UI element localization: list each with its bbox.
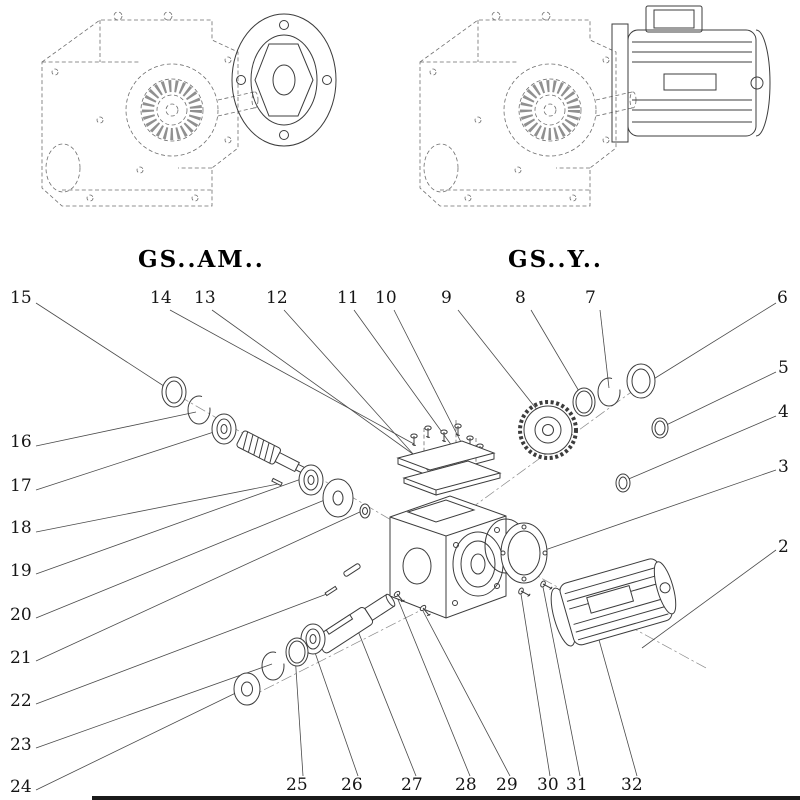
ring-25 [285, 637, 309, 667]
page-bottom-border [92, 796, 800, 800]
callout-25: 25 [286, 775, 308, 795]
callout-3: 3 [778, 457, 789, 477]
gear [518, 400, 578, 460]
flange [231, 13, 337, 147]
callout-17: 17 [10, 476, 32, 496]
leader-lines [35, 302, 777, 791]
callout-20: 20 [10, 605, 32, 625]
callout-2: 2 [778, 537, 789, 557]
callout-31: 31 [566, 775, 588, 795]
callout-7: 7 [585, 288, 596, 308]
exploded-view [35, 302, 777, 791]
callout-16: 16 [10, 432, 32, 452]
callout-30: 30 [537, 775, 559, 795]
callout-4: 4 [778, 402, 789, 422]
callout-19: 19 [10, 561, 32, 581]
bearing-mid [298, 464, 324, 496]
variant-label-gsam: GS..AM.. [138, 246, 265, 273]
washer-24 [233, 672, 261, 706]
spacer-ring [359, 503, 371, 519]
seal-6 [626, 363, 656, 399]
callout-32: 32 [621, 775, 643, 795]
motor-top [611, 5, 771, 143]
motor [550, 558, 677, 647]
callout-10: 10 [375, 288, 397, 308]
variant-label-gsy: GS..Y.. [508, 246, 603, 273]
shaft-key [343, 563, 361, 577]
circlip-upper [187, 395, 211, 425]
callout-22: 22 [10, 691, 32, 711]
plug-5 [651, 417, 669, 439]
housing [389, 495, 507, 619]
callout-12: 12 [266, 288, 288, 308]
callout-8: 8 [515, 288, 526, 308]
variant-gsy-drawing [420, 5, 771, 206]
bearing-upper [211, 413, 237, 445]
callout-29: 29 [496, 775, 518, 795]
screw-31 [539, 579, 554, 593]
screw-30 [517, 586, 532, 600]
callout-28: 28 [455, 775, 477, 795]
pin-18 [271, 477, 283, 487]
pin-22 [324, 585, 338, 597]
cover-plates [396, 440, 502, 496]
callout-13: 13 [194, 288, 216, 308]
callout-6: 6 [777, 288, 788, 308]
shaft-seal [161, 376, 187, 408]
callout-23: 23 [10, 735, 32, 755]
callout-9: 9 [441, 288, 452, 308]
callout-11: 11 [337, 288, 359, 308]
ring-8 [572, 387, 596, 417]
circlip-7 [597, 377, 621, 407]
round-cover [500, 522, 548, 584]
callout-14: 14 [150, 288, 172, 308]
variant-gsam-drawing [42, 12, 337, 206]
callout-24: 24 [10, 777, 32, 797]
callout-26: 26 [341, 775, 363, 795]
callout-15: 15 [10, 288, 32, 308]
callout-27: 27 [401, 775, 423, 795]
worm-gear-disc [322, 478, 354, 518]
output-shaft [315, 593, 396, 654]
callout-18: 18 [10, 518, 32, 538]
callout-5: 5 [778, 358, 789, 378]
callout-21: 21 [10, 648, 32, 668]
shim-4 [615, 473, 631, 493]
